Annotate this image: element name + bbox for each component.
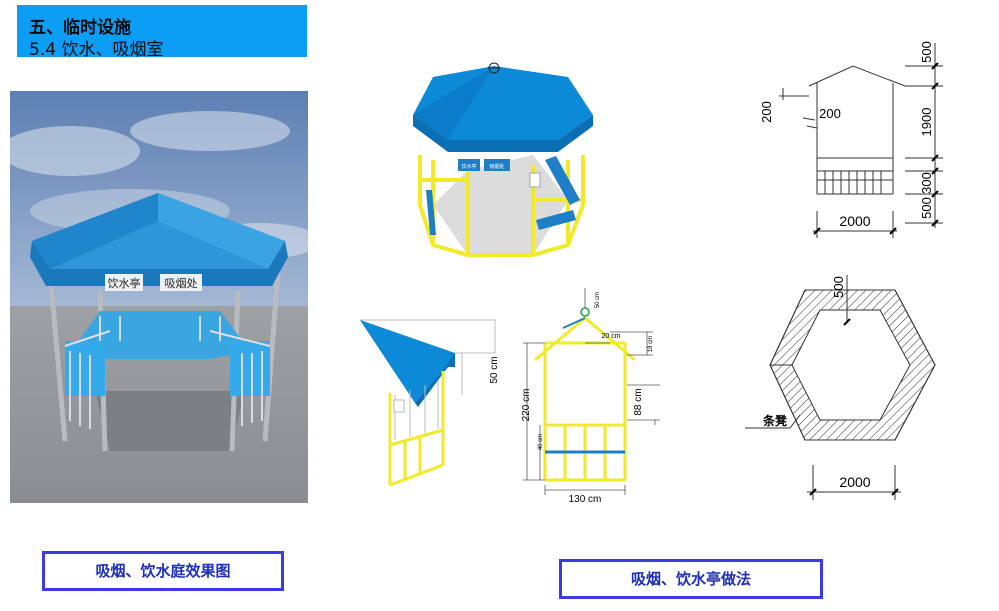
front-dim-20cm: 20 cm bbox=[601, 333, 620, 340]
front-section-drawing: 50 cm 20 cm 18 cm 220 cm 88 cm 40 cm 130… bbox=[521, 288, 660, 505]
front-dim-18cm: 18 cm bbox=[648, 336, 654, 352]
render-sign-right: 吸烟处 bbox=[165, 276, 198, 290]
elev-dim-bottom: 500 bbox=[919, 197, 934, 219]
front-dim-130cm: 130 cm bbox=[569, 494, 602, 505]
roof-dim-50cm: 50 cm bbox=[489, 356, 500, 383]
elev-dim-1900: 1900 bbox=[919, 108, 934, 137]
front-dim-88cm: 88 cm bbox=[633, 388, 644, 415]
roof-section-drawing: 50 cm bbox=[360, 319, 500, 487]
elev-dim-top: 500 bbox=[919, 41, 934, 63]
front-dim-50cm-tip: 50 cm bbox=[595, 292, 601, 308]
plan-label-bench: 条凳 bbox=[762, 413, 788, 428]
elevation-drawing: 500 1900 300 500 200 200 2000 bbox=[759, 41, 943, 238]
render-sign-left: 饮水亭 bbox=[108, 276, 141, 290]
kiosk-3d-model: 饮水亭 吸烟处 bbox=[413, 62, 593, 257]
model-sign-left: 饮水亭 bbox=[461, 163, 476, 170]
header-subtitle: 5.4 饮水、吸烟室 bbox=[29, 40, 164, 60]
front-dim-220cm: 220 cm bbox=[521, 389, 532, 422]
elev-dim-inner-200: 200 bbox=[819, 106, 841, 121]
elev-dim-left-200: 200 bbox=[759, 101, 774, 123]
plan-drawing: 500 条凳 2000 bbox=[745, 275, 936, 500]
caption-construction-method: 吸烟、饮水亭做法 bbox=[559, 559, 823, 599]
header-banner: 五、临时设施 5.4 饮水、吸烟室 bbox=[17, 5, 307, 60]
elev-dim-300: 300 bbox=[919, 172, 934, 194]
elev-dim-width: 2000 bbox=[839, 213, 870, 229]
kiosk-render-image: 饮水亭 吸烟处 bbox=[10, 91, 308, 503]
front-dim-40cm: 40 cm bbox=[538, 434, 544, 450]
plan-dim-top: 500 bbox=[831, 276, 846, 298]
model-sign-right: 吸烟处 bbox=[489, 163, 504, 170]
header-title: 五、临时设施 bbox=[29, 18, 131, 38]
caption-effect-image: 吸烟、饮水庭效果图 bbox=[42, 551, 284, 591]
plan-dim-width: 2000 bbox=[839, 474, 870, 490]
